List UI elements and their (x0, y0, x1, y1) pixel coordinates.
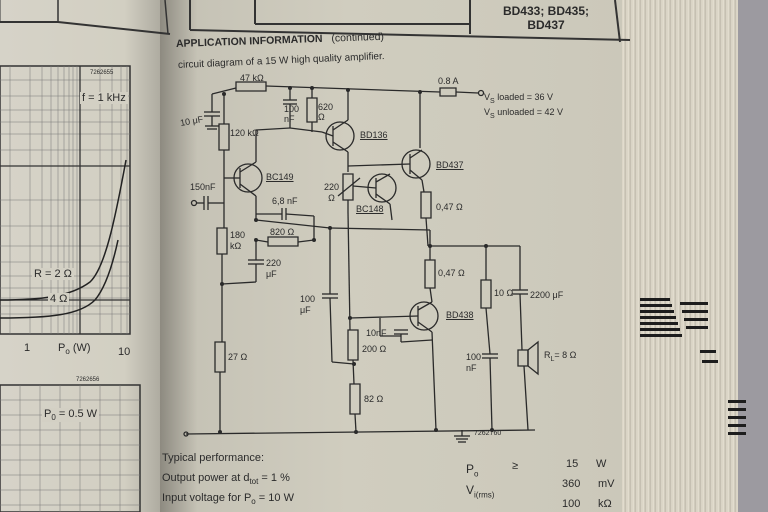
right-page (160, 0, 630, 512)
graph2-power-symbol: P (44, 408, 52, 420)
label-r82: 82 Ω (364, 394, 384, 404)
label-r820: 820 Ω (270, 227, 295, 237)
label-r047-top: 0,47 Ω (436, 202, 463, 212)
label-r10: 10 Ω (494, 288, 514, 298)
label-vs-unloaded-value: unloaded = 42 V (497, 106, 564, 117)
label-supply: VS loaded = 36 V VS unloaded = 42 V (484, 92, 563, 122)
perf-row-1-label: Output power at dtot = 1 % (162, 472, 290, 486)
label-vs-symbol: V (484, 92, 491, 102)
label-vs-sub: S (490, 97, 495, 105)
perf-row-2-sym: V (466, 483, 475, 497)
label-vs-loaded-value: loaded = 36 V (497, 92, 554, 102)
label-c100n-bot-val: 100 (466, 352, 482, 362)
graph1-freq-label: f = 1 kHz (80, 92, 128, 104)
label-c100n-bot-unit: nF (466, 363, 477, 373)
label-rl-value: = 8 Ω (554, 350, 577, 360)
label-vs-sub-2: S (490, 112, 495, 120)
label-r620-unit: Ω (318, 112, 325, 122)
perf-row-1-symbol: Po (466, 462, 478, 478)
label-rl-sub: L (550, 355, 555, 363)
graph2-ref: 7262656 (76, 377, 100, 383)
performance-heading: Typical performance: (162, 452, 265, 464)
perf-row-2-unit: mV (598, 478, 615, 490)
label-r120k: 120 kΩ (230, 128, 259, 138)
label-c220u-val: 220 (266, 258, 282, 268)
page-edges (622, 0, 742, 512)
label-c2200u: 2200 μF (530, 290, 564, 300)
graph1-ref: 7262655 (90, 70, 114, 76)
curve-r2 (0, 160, 126, 300)
ref-circuit: 7262760 (474, 430, 502, 437)
label-pot220-unit: Ω (328, 193, 335, 203)
label-bc149: BC149 (266, 172, 294, 182)
curve-r4 (0, 240, 118, 318)
graph2-power-sub: 0 (51, 413, 56, 423)
perf-row-1-sym-sub: o (474, 469, 479, 479)
label-c220u-unit: μF (266, 269, 277, 279)
graph2-power-value: = 0.5 W (58, 408, 98, 420)
perf-row-2-value: 360 (562, 478, 581, 490)
label-fuse: 0.8 A (438, 76, 459, 86)
label-bc148: BC148 (356, 204, 384, 214)
graph1-curve-label-r4: 4 Ω (48, 293, 70, 305)
perf-row-3-unit: kΩ (598, 498, 612, 510)
label-c100u-val: 100 (300, 294, 316, 304)
graph1-curve-label-r2: R = 2 Ω (32, 268, 74, 280)
label-rl-symbol: R (544, 350, 551, 360)
perf-row-1-text: Output power at d (162, 472, 250, 484)
label-r200: 200 Ω (362, 344, 387, 354)
perf-row-1-tail: = 1 % (261, 472, 290, 484)
perf-row-3-value: 100 (562, 498, 581, 510)
label-r180k-val: 180 (230, 230, 246, 240)
graph1-x-axis-label: Po (W) (58, 342, 91, 356)
perf-row-2-symbol: Vi(rms) (466, 483, 494, 499)
perf-row-2-text: Input voltage for P (162, 492, 252, 504)
graph1-x-tick-10: 10 (118, 346, 131, 358)
label-r047-bot: 0,47 Ω (438, 268, 465, 278)
label-bd437: BD437 (436, 160, 464, 170)
graph2-power-label: P0 = 0.5 W (42, 408, 100, 423)
graph1-x-axis-unit: (W) (72, 342, 91, 354)
left-page (0, 0, 178, 512)
label-r47k: 47 kΩ (240, 73, 264, 83)
graph1-x-tick-1: 1 (24, 342, 31, 354)
label-c100n-top-unit: nF (284, 114, 295, 124)
perf-row-2-tail: = 10 W (258, 492, 294, 504)
label-c100u-unit: μF (300, 305, 311, 315)
label-r620-val: 620 (318, 102, 334, 112)
label-c150n: 150nF (190, 182, 216, 192)
label-c100n-top-val: 100 (284, 104, 300, 114)
label-supply-loaded: VS loaded = 36 V (484, 92, 563, 107)
label-c10n: 10nF (366, 328, 387, 338)
perf-row-1-unit: W (596, 458, 607, 470)
label-r27: 27 Ω (228, 352, 248, 362)
label-rl: RL= 8 Ω (544, 350, 576, 363)
label-r180k-unit: kΩ (230, 241, 242, 251)
perf-row-2-sub: o (251, 497, 256, 507)
label-c6n8: 6,8 nF (272, 196, 298, 206)
perf-row-1-value: 15 (566, 458, 579, 470)
right-page-header-lines (160, 0, 630, 60)
perf-row-2-sym-sub: i(rms) (474, 490, 495, 500)
perf-row-1-sub: tot (249, 477, 259, 487)
part-number-header: BD433; BD435; BD437 (502, 4, 590, 32)
perf-row-1-rel: ≥ (512, 460, 519, 472)
label-bd136: BD136 (360, 130, 388, 140)
graph1-x-axis-sub: o (65, 347, 70, 357)
graph1-x-axis-symbol: P (58, 342, 66, 354)
perf-row-1-sym: P (466, 462, 475, 476)
label-supply-unloaded: VS unloaded = 42 V (484, 107, 563, 122)
label-pot220-val: 220 (324, 182, 340, 192)
label-vs-symbol-2: V (484, 106, 491, 117)
perf-row-2-label: Input voltage for Po = 10 W (162, 492, 294, 506)
label-bd438: BD438 (446, 310, 474, 320)
